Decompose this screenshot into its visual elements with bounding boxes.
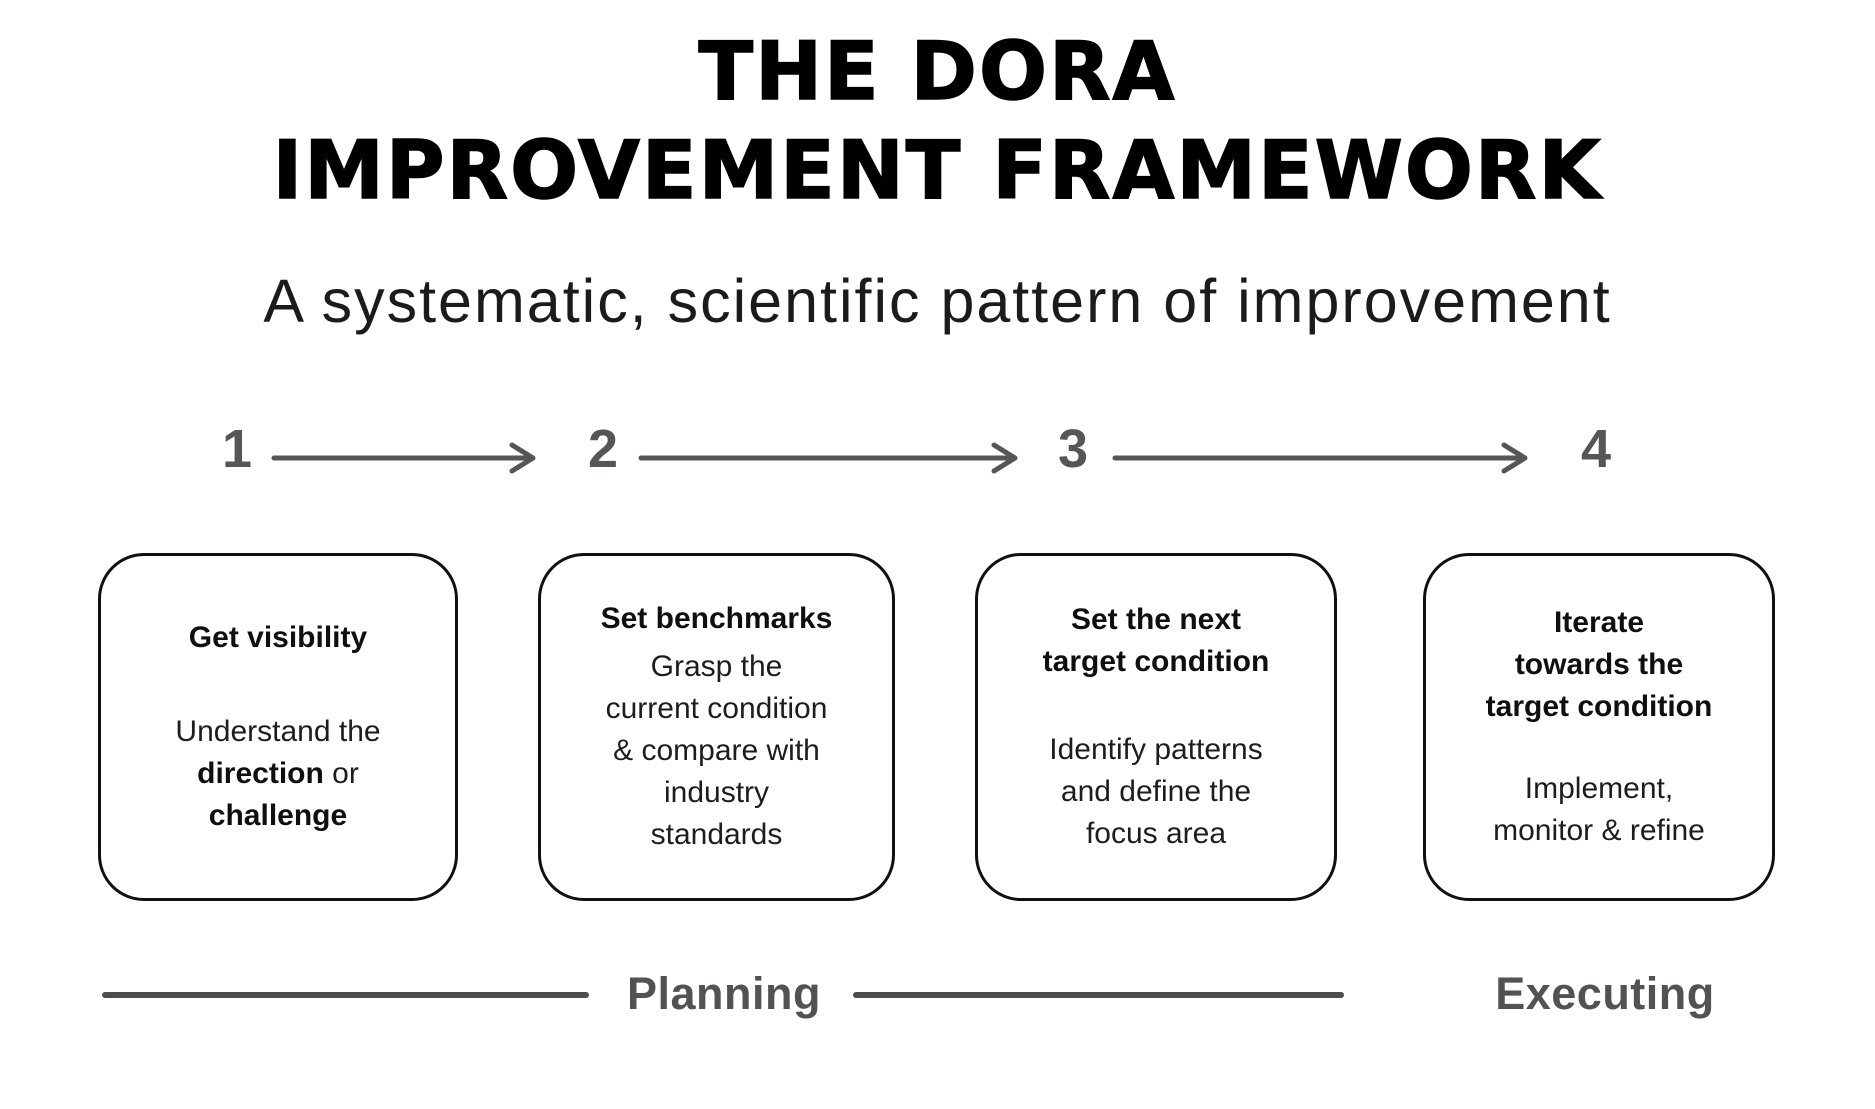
- step-card-title: Get visibility: [188, 621, 368, 654]
- step-number-3: 3: [1057, 419, 1089, 479]
- step-card-title: Set the next target condition: [1042, 603, 1270, 678]
- planning-phase-line-left: [102, 992, 589, 998]
- arrow-right-icon-1: [271, 442, 536, 474]
- step-card-description: Understand the direction or challenge: [175, 715, 381, 832]
- step-number-2: 2: [587, 419, 619, 479]
- step-number-4: 4: [1580, 419, 1612, 479]
- executing-phase-label: Executing: [1495, 968, 1715, 1019]
- step-card-get-visibility: Get visibility Understand the direction …: [98, 553, 458, 901]
- page-subtitle: A systematic, scientific pattern of impr…: [263, 267, 1612, 335]
- step-arrows: [271, 442, 1528, 474]
- arrow-right-icon-3: [1112, 442, 1528, 474]
- planning-phase-label: Planning: [627, 968, 821, 1019]
- step-number-1: 1: [221, 419, 253, 479]
- arrow-right-icon-2: [638, 442, 1018, 474]
- step-card-description: Identify patterns and define the focus a…: [1049, 733, 1263, 850]
- step-card-set-next-target-condition: Set the next target condition Identify p…: [975, 553, 1337, 901]
- step-card-iterate-towards-target: Iterate towards the target condition Imp…: [1423, 553, 1775, 901]
- step-card-set-benchmarks: Set benchmarks Grasp the current conditi…: [538, 553, 895, 901]
- step-card-title: Set benchmarks: [600, 602, 833, 635]
- page-title: THE DORA IMPROVEMENT FRAMEWORK: [272, 24, 1603, 218]
- planning-phase-line-right: [853, 992, 1344, 998]
- step-card-description: Grasp the current condition & compare wi…: [605, 650, 828, 851]
- step-card-description: Implement, monitor & refine: [1493, 772, 1705, 847]
- step-card-title: Iterate towards the target condition: [1485, 606, 1713, 723]
